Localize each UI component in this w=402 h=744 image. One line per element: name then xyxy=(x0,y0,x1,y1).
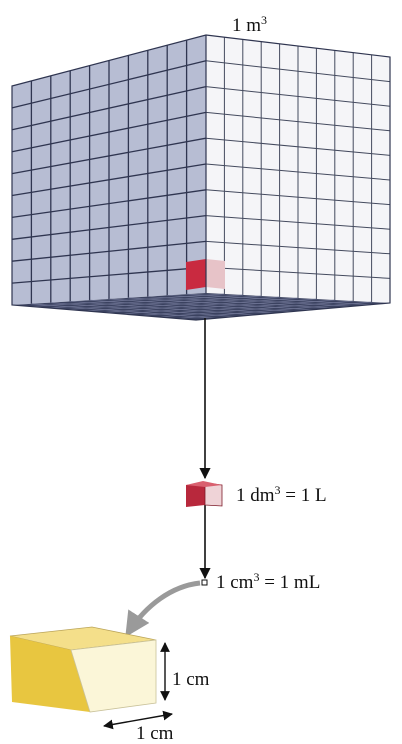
grid-line xyxy=(177,301,372,319)
decimeter-cube-highlight-side xyxy=(206,259,225,289)
grid-line xyxy=(205,266,391,279)
grid-line xyxy=(205,189,391,206)
cubic-meter-label: 1 m3 xyxy=(232,13,268,36)
cubic-decimeter-cube xyxy=(186,481,223,507)
grid-line xyxy=(11,266,207,284)
edge-width-label: 1 cm xyxy=(136,723,174,744)
cubic-centimeter-marker xyxy=(201,579,208,586)
cube-side-grid xyxy=(205,37,391,302)
cube-bottom-face xyxy=(12,293,390,320)
grid-line xyxy=(128,297,313,311)
grid-line xyxy=(205,163,391,181)
grid-line xyxy=(147,296,332,309)
width-dimension-arrow xyxy=(103,710,173,730)
grid-line xyxy=(11,240,207,262)
cubic-decimeter-label: 1 dm3 = 1 L xyxy=(236,483,327,506)
curved-arrow-icon xyxy=(125,580,201,638)
grid-line xyxy=(11,163,207,197)
grid-line xyxy=(159,300,354,318)
grid-line xyxy=(186,293,371,306)
grid-line xyxy=(140,299,335,316)
decimeter-cube-highlight xyxy=(186,259,206,290)
grid-line xyxy=(11,189,207,219)
grid-line xyxy=(167,295,352,307)
cube-front-grid xyxy=(11,40,207,304)
cm-cube-front xyxy=(10,636,90,712)
cube-bottom-grid xyxy=(30,293,372,319)
grid-line xyxy=(205,215,391,230)
grid-line xyxy=(11,214,207,240)
grid-line xyxy=(103,297,299,313)
grid-line xyxy=(205,240,391,255)
cubic-meter-cube xyxy=(11,34,391,321)
centimeter-cube xyxy=(9,626,157,713)
cm-cube-side xyxy=(70,639,157,713)
grid-line xyxy=(122,298,317,315)
cubic-centimeter-label: 1 cm3 = 1 mL xyxy=(216,570,321,593)
edge-height-label: 1 cm xyxy=(172,669,210,690)
